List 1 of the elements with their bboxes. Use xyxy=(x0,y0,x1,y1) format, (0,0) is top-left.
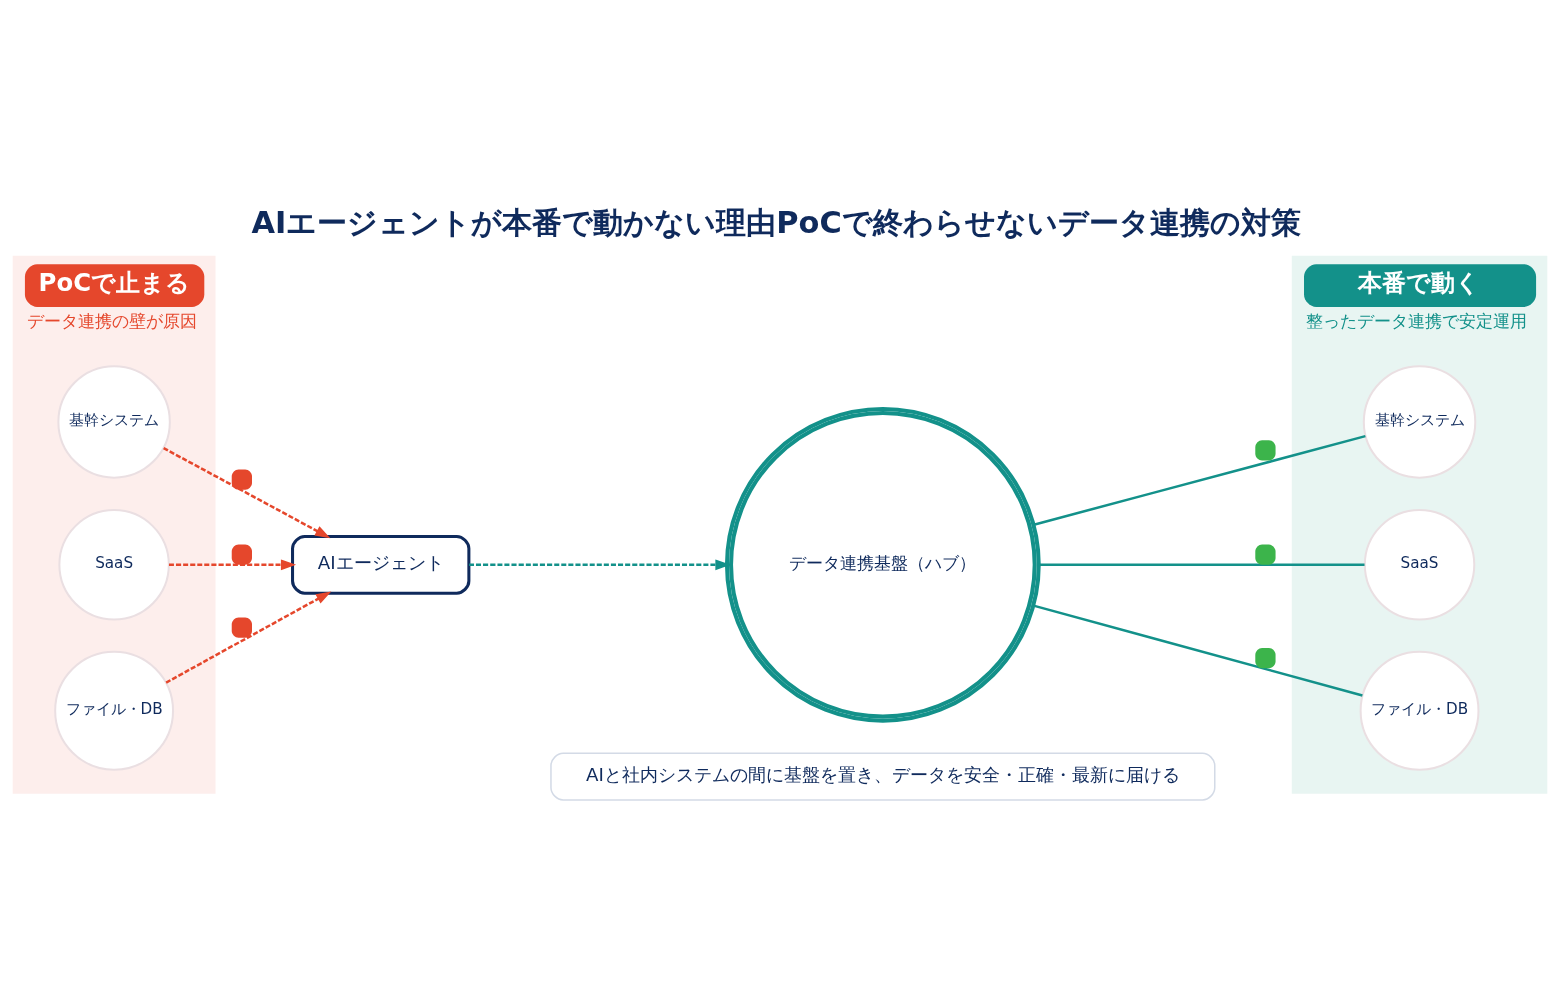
diagram-title: AIエージェントが本番で動かない理由PoCで終わらせないデータ連携の対策 xyxy=(251,205,1301,241)
